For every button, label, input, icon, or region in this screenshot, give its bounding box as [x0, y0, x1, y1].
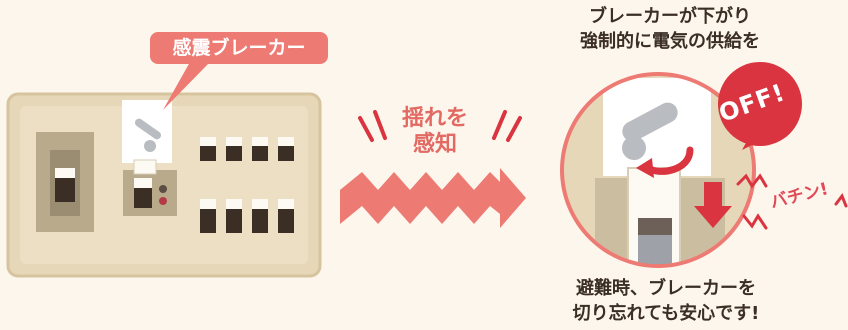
- caption-top-line-2: 強制的に電気の供給を: [580, 31, 760, 52]
- tag-pointer: [163, 62, 210, 110]
- detect-line-1: 揺れを: [401, 106, 468, 131]
- caption-bottom-line-2: 切り忘れても安心です!: [572, 303, 760, 324]
- detect-line-2: 感知: [412, 132, 457, 157]
- zoom-circle: [560, 72, 756, 268]
- shake-lines: [358, 110, 522, 142]
- tag-bubble: [150, 32, 328, 64]
- zigzag-arrow: [340, 168, 526, 228]
- caption-bottom-line-1: 避難時、ブレーカーを: [576, 278, 756, 299]
- snap-lines: [736, 173, 848, 230]
- off-badge: [718, 62, 802, 150]
- quake-breaker-label: 感震ブレーカー: [172, 37, 306, 59]
- caption-top-line-1: ブレーカーが下がり: [589, 6, 751, 27]
- breaker-panel: [6, 92, 322, 278]
